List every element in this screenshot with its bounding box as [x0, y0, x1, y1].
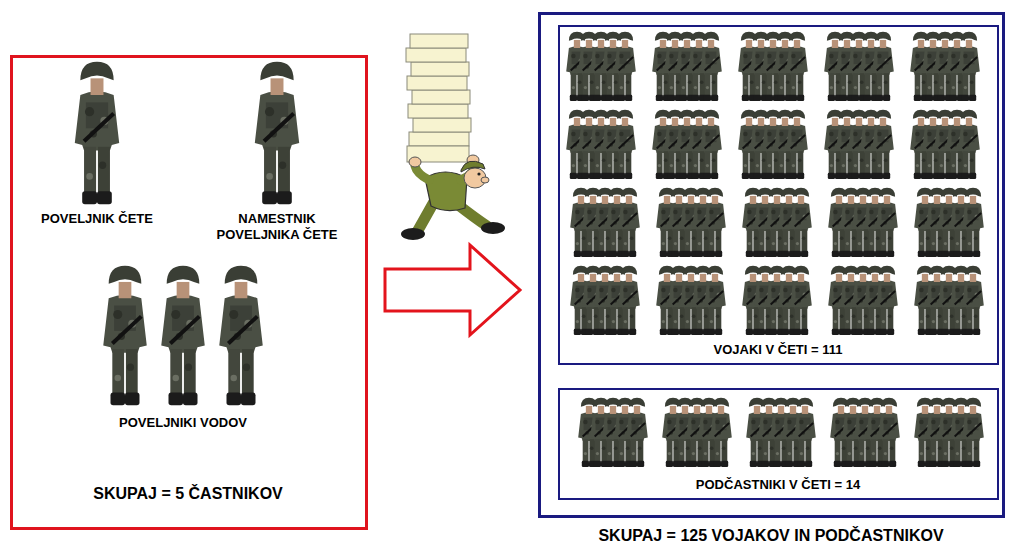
illustration-part — [481, 177, 489, 183]
soldier-figure — [75, 62, 119, 204]
soldier-squad — [910, 110, 980, 179]
soldier-squad — [824, 110, 894, 179]
total-label: SKUPAJ = 125 VOJAKOV IN PODČASTNIKOV — [538, 526, 1005, 545]
soldier-squad — [566, 32, 636, 101]
soldier-squad — [566, 110, 636, 179]
illustration-part — [415, 166, 429, 180]
soldier-squad — [578, 398, 648, 467]
soldier-figure — [103, 266, 147, 406]
paper-carrier-cartoon — [401, 34, 505, 240]
soldier-squad — [742, 188, 812, 257]
soldier-figure — [255, 62, 299, 204]
soldier-squad — [652, 32, 722, 101]
soldier-squad — [656, 266, 726, 335]
soldier-squad — [570, 266, 640, 335]
illustration-part — [411, 62, 469, 76]
illustration-part — [413, 118, 471, 132]
soldier-squad — [828, 188, 898, 257]
soldier-figure — [161, 266, 205, 406]
company-box: SKUPAJ = 125 VOJAKOV IN PODČASTNIKOVVOJA… — [538, 12, 1005, 518]
illustration-part — [409, 132, 469, 146]
illustration-part — [481, 222, 505, 234]
soldier-squad — [742, 266, 812, 335]
soldier-squad — [738, 110, 808, 179]
illustration-part — [410, 34, 468, 48]
box-label: VOJAKI V ČETI = 111 — [618, 342, 938, 358]
soldier-squad — [652, 110, 722, 179]
soldier-squad — [738, 32, 808, 101]
illustration-part — [461, 161, 485, 172]
soldier-squad — [746, 398, 816, 467]
soldier-squad — [914, 398, 984, 467]
rank-label: NAMESTNIK POVELJNIKA ČETE — [207, 211, 347, 242]
soldier-figure — [219, 266, 263, 406]
soldier-squad — [824, 32, 894, 101]
soldier-squad — [914, 266, 984, 335]
illustration-part — [408, 104, 468, 118]
illustration-part — [407, 76, 467, 90]
total-label: SKUPAJ = 5 ČASTNIKOV — [28, 484, 348, 503]
illustration-part — [409, 157, 421, 167]
illustration-part — [406, 48, 466, 62]
rank-label: POVELJNIK ČETE — [22, 211, 172, 227]
soldier-squad — [662, 398, 732, 467]
illustration-part — [477, 172, 480, 175]
soldier-squads — [566, 32, 984, 467]
soldiers-box: VOJAKI V ČETI = 111 — [558, 25, 999, 365]
nco-box: PODČASTNIKI V ČETI = 14 — [558, 388, 999, 500]
officers-box: POVELJNIK ČETE NAMESTNIK POVELJNIKA ČETE P… — [10, 55, 368, 530]
soldier-squad — [828, 266, 898, 335]
soldier-squad — [914, 188, 984, 257]
soldier-squad — [570, 188, 640, 257]
illustration-part — [412, 90, 470, 104]
soldier-squad — [910, 32, 980, 101]
rank-label: POVELJNIKI VODOV — [73, 415, 293, 431]
soldier-squad — [656, 188, 726, 257]
soldier-squad — [830, 398, 900, 467]
illustration-part — [401, 228, 425, 240]
block-arrow — [385, 245, 520, 335]
box-label: PODČASTNIKI V ČETI = 14 — [618, 477, 938, 493]
